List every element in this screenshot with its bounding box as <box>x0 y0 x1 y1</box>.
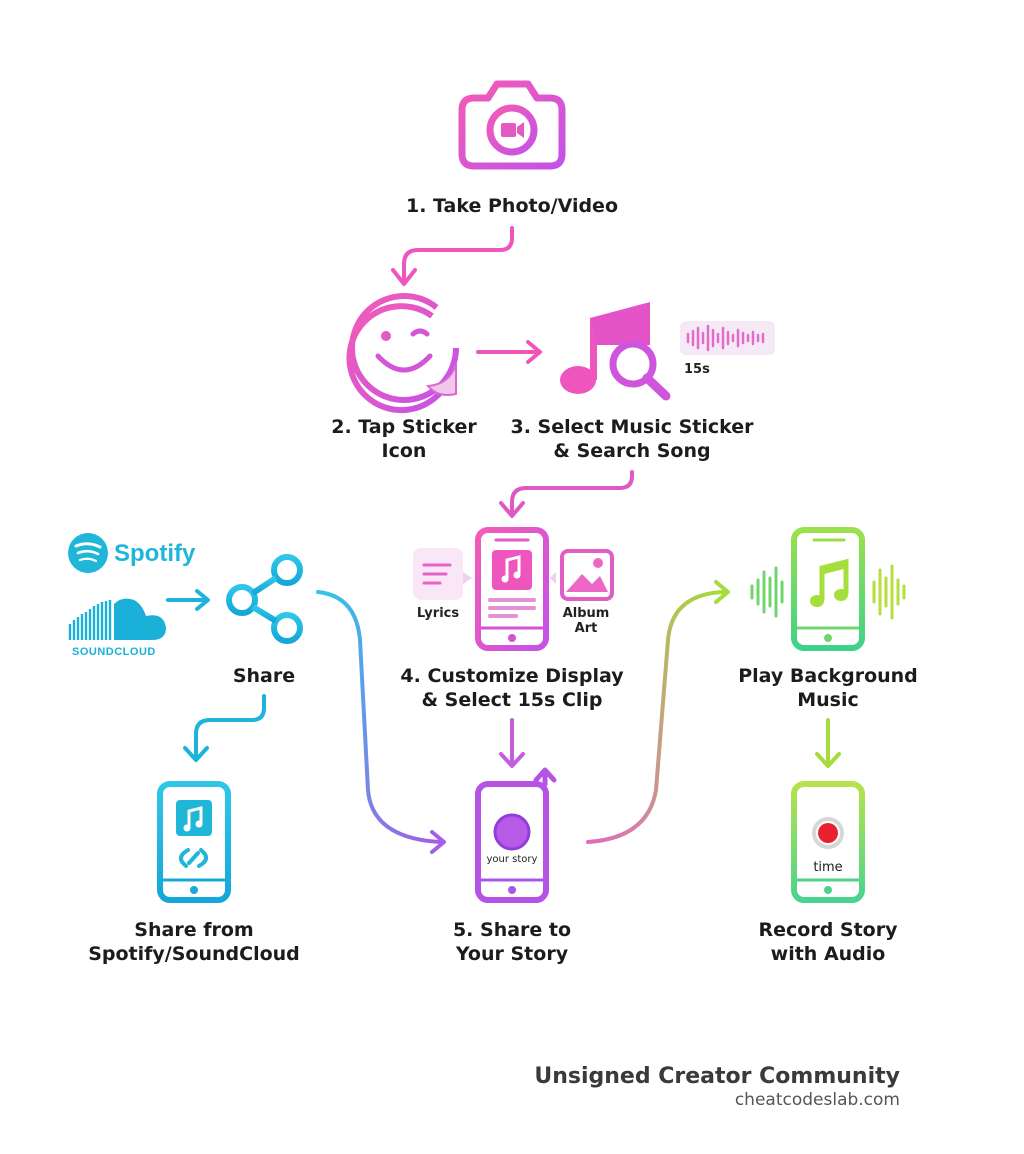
step-tap-sticker-label: 2. Tap Sticker Icon <box>331 416 477 462</box>
sound-waves-right <box>872 564 906 620</box>
arrow-photo-to-sticker <box>402 226 514 282</box>
time-label: time <box>813 860 843 875</box>
step-take-photo-label: 1. Take Photo/Video <box>405 195 618 217</box>
arrow-sticker-to-music <box>476 340 542 364</box>
camera-icon <box>458 80 566 170</box>
phone-record-icon <box>791 781 865 903</box>
lyrics-icon <box>413 548 472 600</box>
step-share-story-label: 5. Share to Your Story <box>452 919 572 965</box>
lyrics-label: Lyrics <box>416 606 460 621</box>
clip-length-label: 15s <box>684 362 710 377</box>
music-search-icon <box>560 302 671 401</box>
album-art-icon <box>550 549 614 601</box>
arrow-customize-to-story <box>499 718 525 768</box>
arrow-music-to-customize <box>510 470 634 514</box>
arrow-share-to-sharefrom <box>194 694 266 758</box>
phone-music-icon <box>475 527 549 651</box>
album-art-label: Album Art <box>562 606 610 636</box>
share-label: Share <box>232 665 296 687</box>
footer-title: Unsigned Creator Community <box>534 1064 900 1089</box>
play-background-label: Play Background Music <box>738 665 918 711</box>
share-from-label: Share from Spotify/SoundCloud <box>88 919 300 965</box>
smiley-sticker-icon <box>346 293 459 414</box>
phone-link-icon <box>157 781 231 903</box>
arrow-story-to-play <box>586 590 726 844</box>
step-customize-label: 4. Customize Display & Select 15s Clip <box>400 665 624 711</box>
record-story-label: Record Story with Audio <box>758 919 898 965</box>
arrow-play-to-record <box>815 718 841 768</box>
soundcloud-logo <box>68 598 166 640</box>
sound-waves-left <box>750 566 784 618</box>
phone-play-icon <box>791 527 865 651</box>
step-select-music-label: 3. Select Music Sticker & Search Song <box>510 416 754 462</box>
phone-story-icon <box>475 767 557 903</box>
spotify-wordmark: Spotify <box>114 540 196 567</box>
share-icon <box>226 554 303 644</box>
waveform-icon <box>680 321 775 355</box>
arrow-share-to-story <box>316 590 442 844</box>
your-story-label: your story <box>486 854 538 865</box>
spotify-logo <box>68 533 108 573</box>
soundcloud-wordmark: SOUNDCLOUD <box>72 646 156 658</box>
arrow-logos-to-share <box>166 589 210 611</box>
footer-url: cheatcodeslab.com <box>734 1090 900 1110</box>
